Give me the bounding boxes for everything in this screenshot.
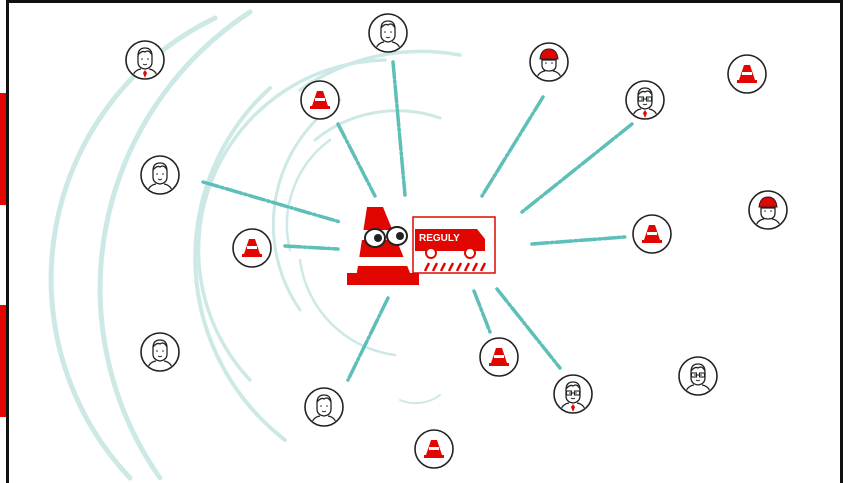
node-cone-2 bbox=[300, 80, 340, 120]
node-man-tie-1 bbox=[125, 40, 165, 80]
left-red-tab-bottom bbox=[0, 305, 7, 417]
node-man-1 bbox=[368, 13, 408, 53]
node-man-glasses-1 bbox=[678, 356, 718, 396]
node-man-3 bbox=[140, 332, 180, 372]
node-man-glasses-tie-1 bbox=[625, 80, 665, 120]
frame-border-right bbox=[840, 0, 843, 483]
node-man-glasses-tie-2 bbox=[553, 374, 593, 414]
node-cone-3 bbox=[632, 214, 672, 254]
frame-border-left bbox=[6, 0, 9, 483]
node-cone-5 bbox=[479, 337, 519, 377]
node-man-4 bbox=[304, 387, 344, 427]
reguly-logo: REGULY bbox=[347, 207, 496, 285]
node-man-2 bbox=[140, 155, 180, 195]
node-worker-hardhat-2 bbox=[748, 190, 788, 230]
node-cone-6 bbox=[414, 429, 454, 469]
connection-lines bbox=[201, 60, 634, 382]
signal-rings bbox=[48, 9, 462, 481]
left-red-tab-top bbox=[0, 93, 7, 205]
frame-border-top bbox=[6, 0, 843, 3]
node-icons bbox=[125, 13, 788, 469]
node-cone-1 bbox=[727, 54, 767, 94]
logo-text: REGULY bbox=[419, 233, 460, 244]
node-worker-hardhat-1 bbox=[529, 42, 569, 82]
node-cone-4 bbox=[232, 228, 272, 268]
